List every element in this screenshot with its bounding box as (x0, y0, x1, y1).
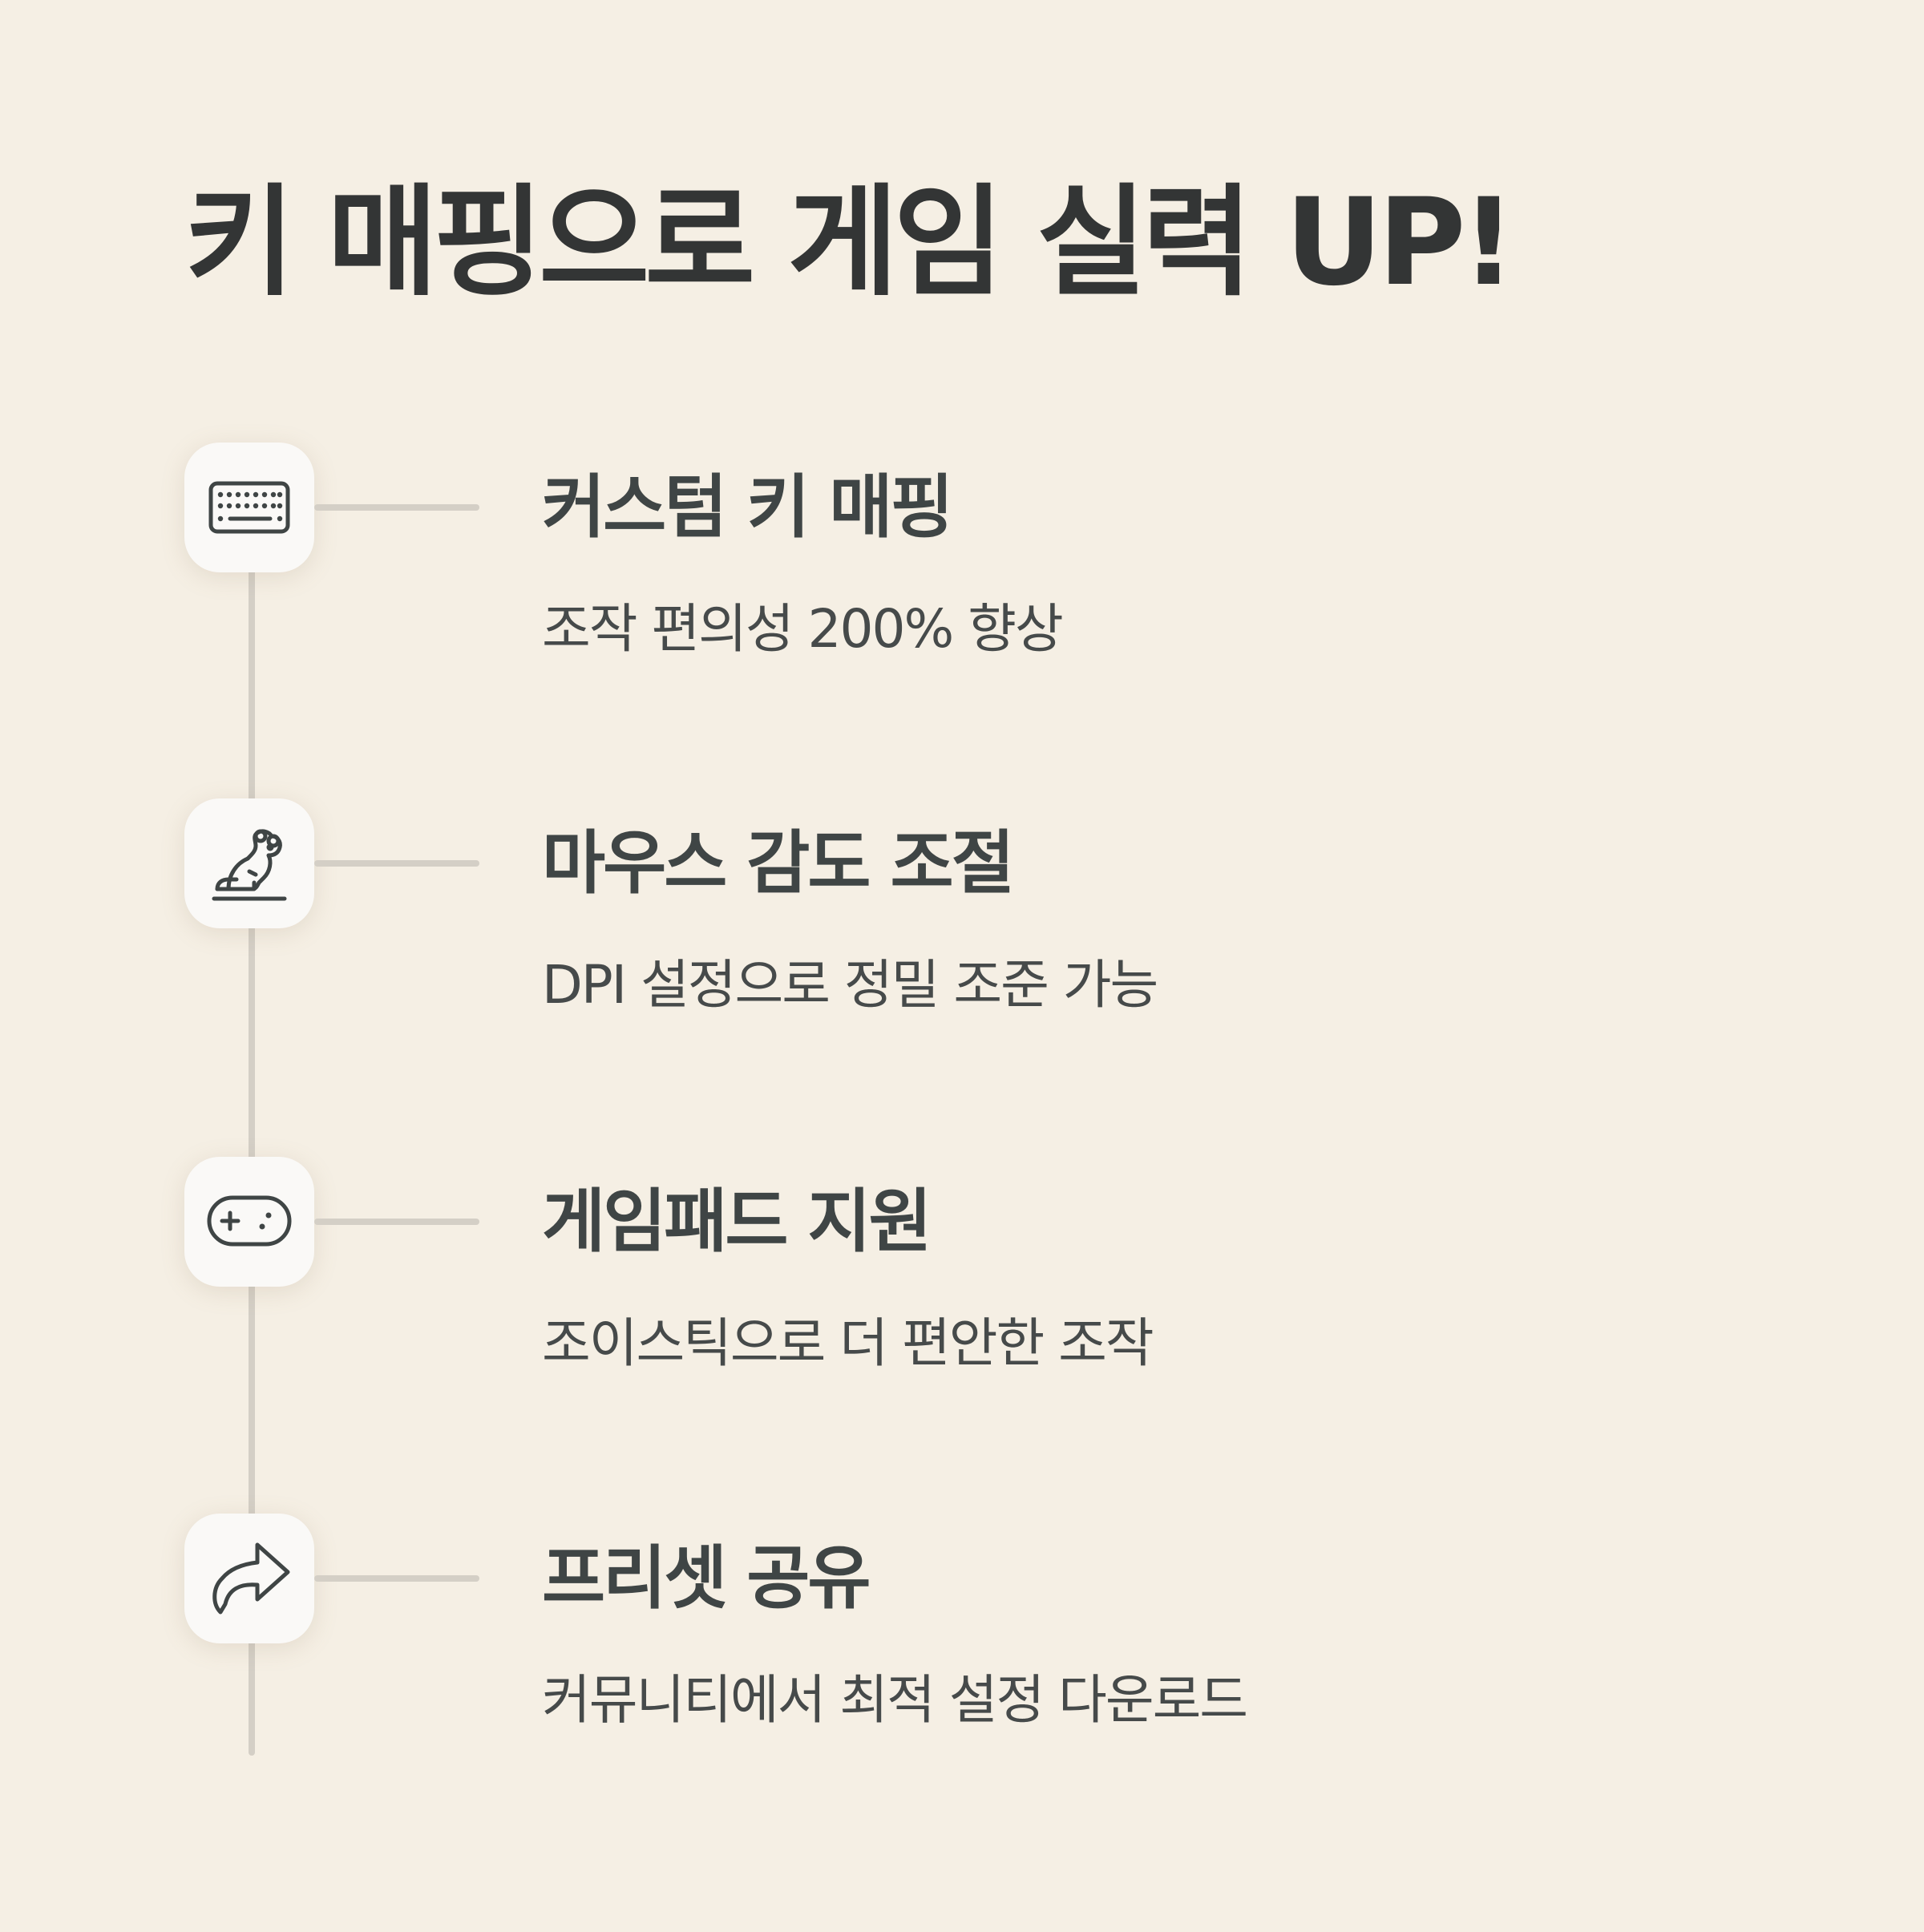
connector-line (314, 860, 479, 867)
feature-item-preset-share: 프리셋 공유 커뮤니티에서 최적 설정 다운로드 (0, 1514, 1924, 1754)
feature-title: 마우스 감도 조절 (542, 823, 1015, 903)
feature-description: 조작 편의성 200% 향상 (542, 598, 1064, 660)
feature-item-key-mapping: 커스텀 키 매핑 조작 편의성 200% 향상 (0, 443, 1924, 683)
feature-item-mouse-sensitivity: 마우스 감도 조절 DPI 설정으로 정밀 조준 가능 (0, 798, 1924, 1039)
feature-title: 게임패드 지원 (542, 1182, 932, 1262)
feature-description: DPI 설정으로 정밀 조준 가능 (542, 954, 1158, 1016)
connector-line (314, 1575, 479, 1582)
mouse-animal-icon (184, 798, 314, 928)
page-title: 키 매핑으로 게임 실력 UP! (184, 173, 1516, 313)
connector-line (314, 504, 479, 511)
feature-title: 프리셋 공유 (542, 1538, 871, 1619)
feature-description: 커뮤니티에서 최적 설정 다운로드 (542, 1669, 1248, 1731)
gamepad-icon (184, 1157, 314, 1287)
share-arrow-icon (184, 1514, 314, 1643)
connector-line (314, 1219, 479, 1225)
feature-title: 커스텀 키 매핑 (542, 467, 954, 548)
feature-description: 조이스틱으로 더 편안한 조작 (542, 1312, 1154, 1374)
feature-item-gamepad: 게임패드 지원 조이스틱으로 더 편안한 조작 (0, 1157, 1924, 1397)
keyboard-icon (184, 443, 314, 572)
